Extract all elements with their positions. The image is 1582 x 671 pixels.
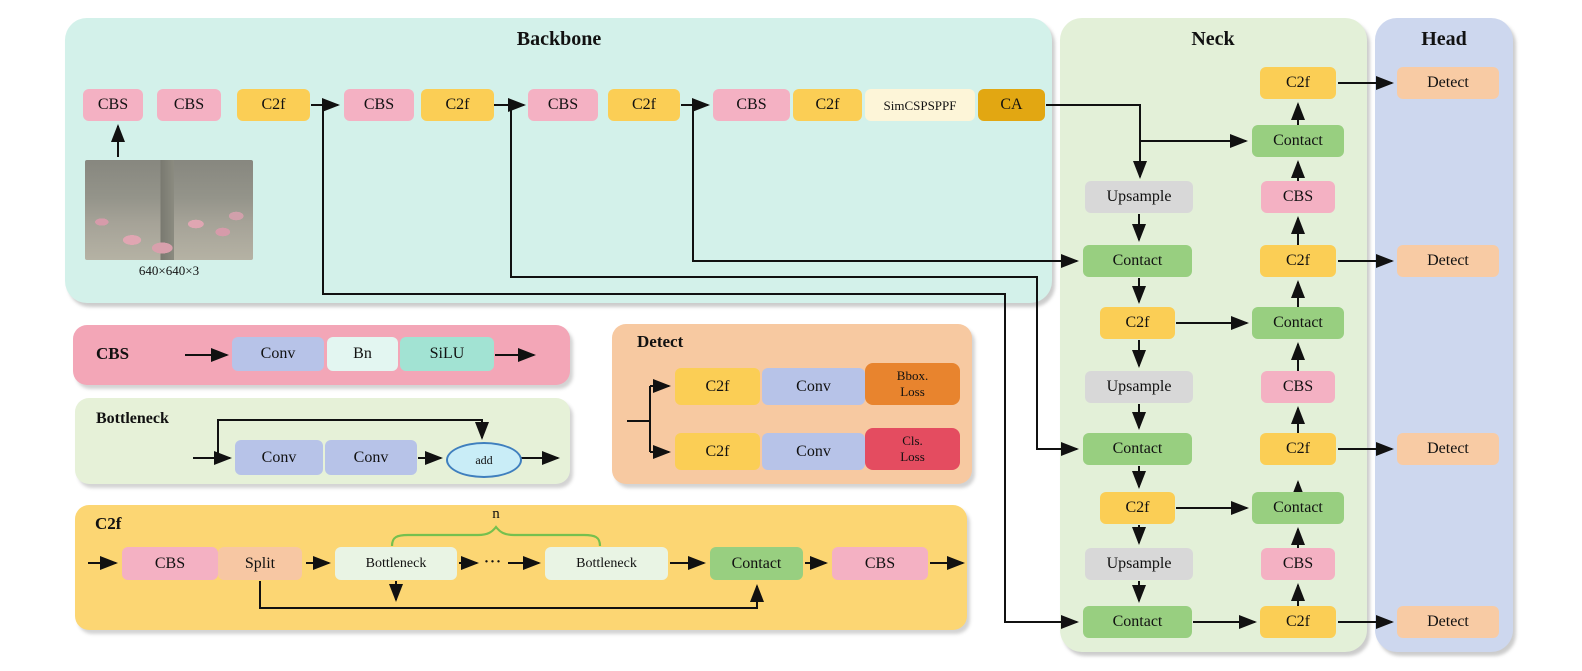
c2f-legend-split: Split — [218, 547, 302, 580]
neck-title: Neck — [1191, 28, 1235, 50]
bottleneck-legend-conv2: Conv — [325, 440, 417, 475]
neck-node-c2f: C2f — [1260, 606, 1336, 638]
backbone-node-c2f: C2f — [421, 89, 494, 121]
detect-legend-cls-loss: Cls. Loss — [865, 428, 960, 470]
input-image — [85, 160, 253, 260]
backbone-node-cbs: CBS — [528, 89, 598, 121]
backbone-node-cbs: CBS — [83, 89, 143, 121]
c2f-legend-cbs1: CBS — [122, 547, 218, 580]
neck-node-upsample: Upsample — [1085, 181, 1193, 213]
c2f-legend-contact: Contact — [710, 547, 803, 580]
backbone-node-cbs: CBS — [157, 89, 221, 121]
detect-legend-c2f: C2f — [675, 368, 760, 405]
detect-legend-title: Detect — [637, 332, 684, 351]
neck-node-c2f: C2f — [1260, 67, 1336, 99]
backbone-node-c2f: C2f — [237, 89, 310, 121]
neck-node-c2f: C2f — [1260, 433, 1336, 465]
backbone-title: Backbone — [516, 28, 602, 50]
head-panel — [1375, 18, 1513, 652]
neck-node-contact: Contact — [1252, 492, 1344, 524]
neck-node-c2f: C2f — [1100, 492, 1175, 524]
backbone-node-cbs: CBS — [344, 89, 414, 121]
neck-node-contact: Contact — [1252, 125, 1344, 157]
backbone-node-c2f: C2f — [793, 89, 862, 121]
backbone-node-ca: CA — [978, 89, 1045, 121]
bbox-loss-line2: Loss — [900, 384, 925, 399]
head-title: Head — [1421, 28, 1467, 50]
backbone-node-simcspsppf: SimCSPSPPF — [865, 89, 975, 121]
head-node-detect: Detect — [1397, 245, 1499, 277]
head-node-detect: Detect — [1397, 606, 1499, 638]
backbone-node-c2f: C2f — [608, 89, 680, 121]
bbox-loss-line1: Bbox. — [896, 368, 929, 384]
neck-node-cbs: CBS — [1261, 371, 1335, 403]
c2f-legend-cbs2: CBS — [832, 547, 928, 580]
c2f-legend-title: C2f — [95, 514, 122, 533]
cbs-legend-bn: Bn — [327, 337, 398, 371]
bottleneck-legend-title: Bottleneck — [96, 410, 169, 427]
detect-legend-bbox-loss: Bbox. Loss — [865, 363, 960, 405]
neck-node-cbs: CBS — [1261, 548, 1335, 580]
cbs-legend-silu: SiLU — [400, 337, 494, 371]
head-node-detect: Detect — [1397, 433, 1499, 465]
c2f-legend-bottleneck1: Bottleneck — [335, 547, 457, 580]
neck-node-c2f: C2f — [1260, 245, 1336, 277]
neck-node-contact: Contact — [1083, 433, 1192, 465]
c2f-legend-n-label: n — [492, 506, 500, 522]
neck-node-c2f: C2f — [1100, 307, 1175, 339]
c2f-legend-bottleneck2: Bottleneck — [545, 547, 668, 580]
neck-node-cbs: CBS — [1261, 181, 1335, 213]
neck-node-contact: Contact — [1083, 245, 1192, 277]
detect-legend-conv: Conv — [762, 433, 865, 470]
neck-node-contact: Contact — [1083, 606, 1192, 638]
c2f-legend-ellipsis: ··· — [483, 554, 502, 570]
neck-node-contact: Contact — [1252, 307, 1344, 339]
cls-loss-line2: Loss — [900, 449, 925, 464]
detect-legend-c2f: C2f — [675, 433, 760, 470]
input-size-caption: 640×640×3 — [138, 263, 200, 278]
neck-node-upsample: Upsample — [1085, 371, 1193, 403]
cbs-legend-title: CBS — [96, 344, 130, 363]
cls-loss-line1: Cls. — [902, 433, 923, 449]
head-node-detect: Detect — [1397, 67, 1499, 99]
neck-node-upsample: Upsample — [1085, 548, 1193, 580]
backbone-node-cbs: CBS — [713, 89, 790, 121]
bottleneck-legend-conv1: Conv — [235, 440, 323, 475]
bottleneck-legend-add: add — [446, 442, 522, 478]
detect-legend-conv: Conv — [762, 368, 865, 405]
cbs-legend-conv: Conv — [232, 337, 324, 371]
